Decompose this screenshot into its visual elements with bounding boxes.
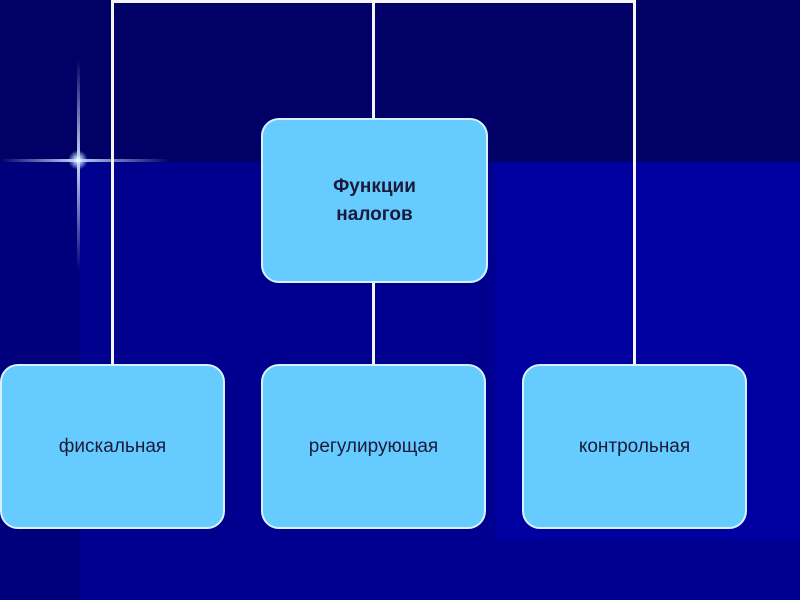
child-node-fiscal: фискальная	[0, 364, 225, 529]
root-node-label: Функции налогов	[333, 175, 416, 225]
child-node-control: контрольная	[522, 364, 747, 529]
connector-left-line	[111, 0, 114, 366]
child-node-label: контрольная	[578, 435, 691, 457]
background-panel-bottom	[80, 540, 800, 600]
sparkle-icon	[68, 150, 88, 170]
child-node-label: регулирующая	[308, 435, 439, 457]
root-node: Функции налогов	[261, 118, 488, 283]
connector-right-line	[633, 0, 636, 366]
child-node-label: фискальная	[58, 435, 167, 457]
child-node-regulating: регулирующая	[261, 364, 486, 529]
